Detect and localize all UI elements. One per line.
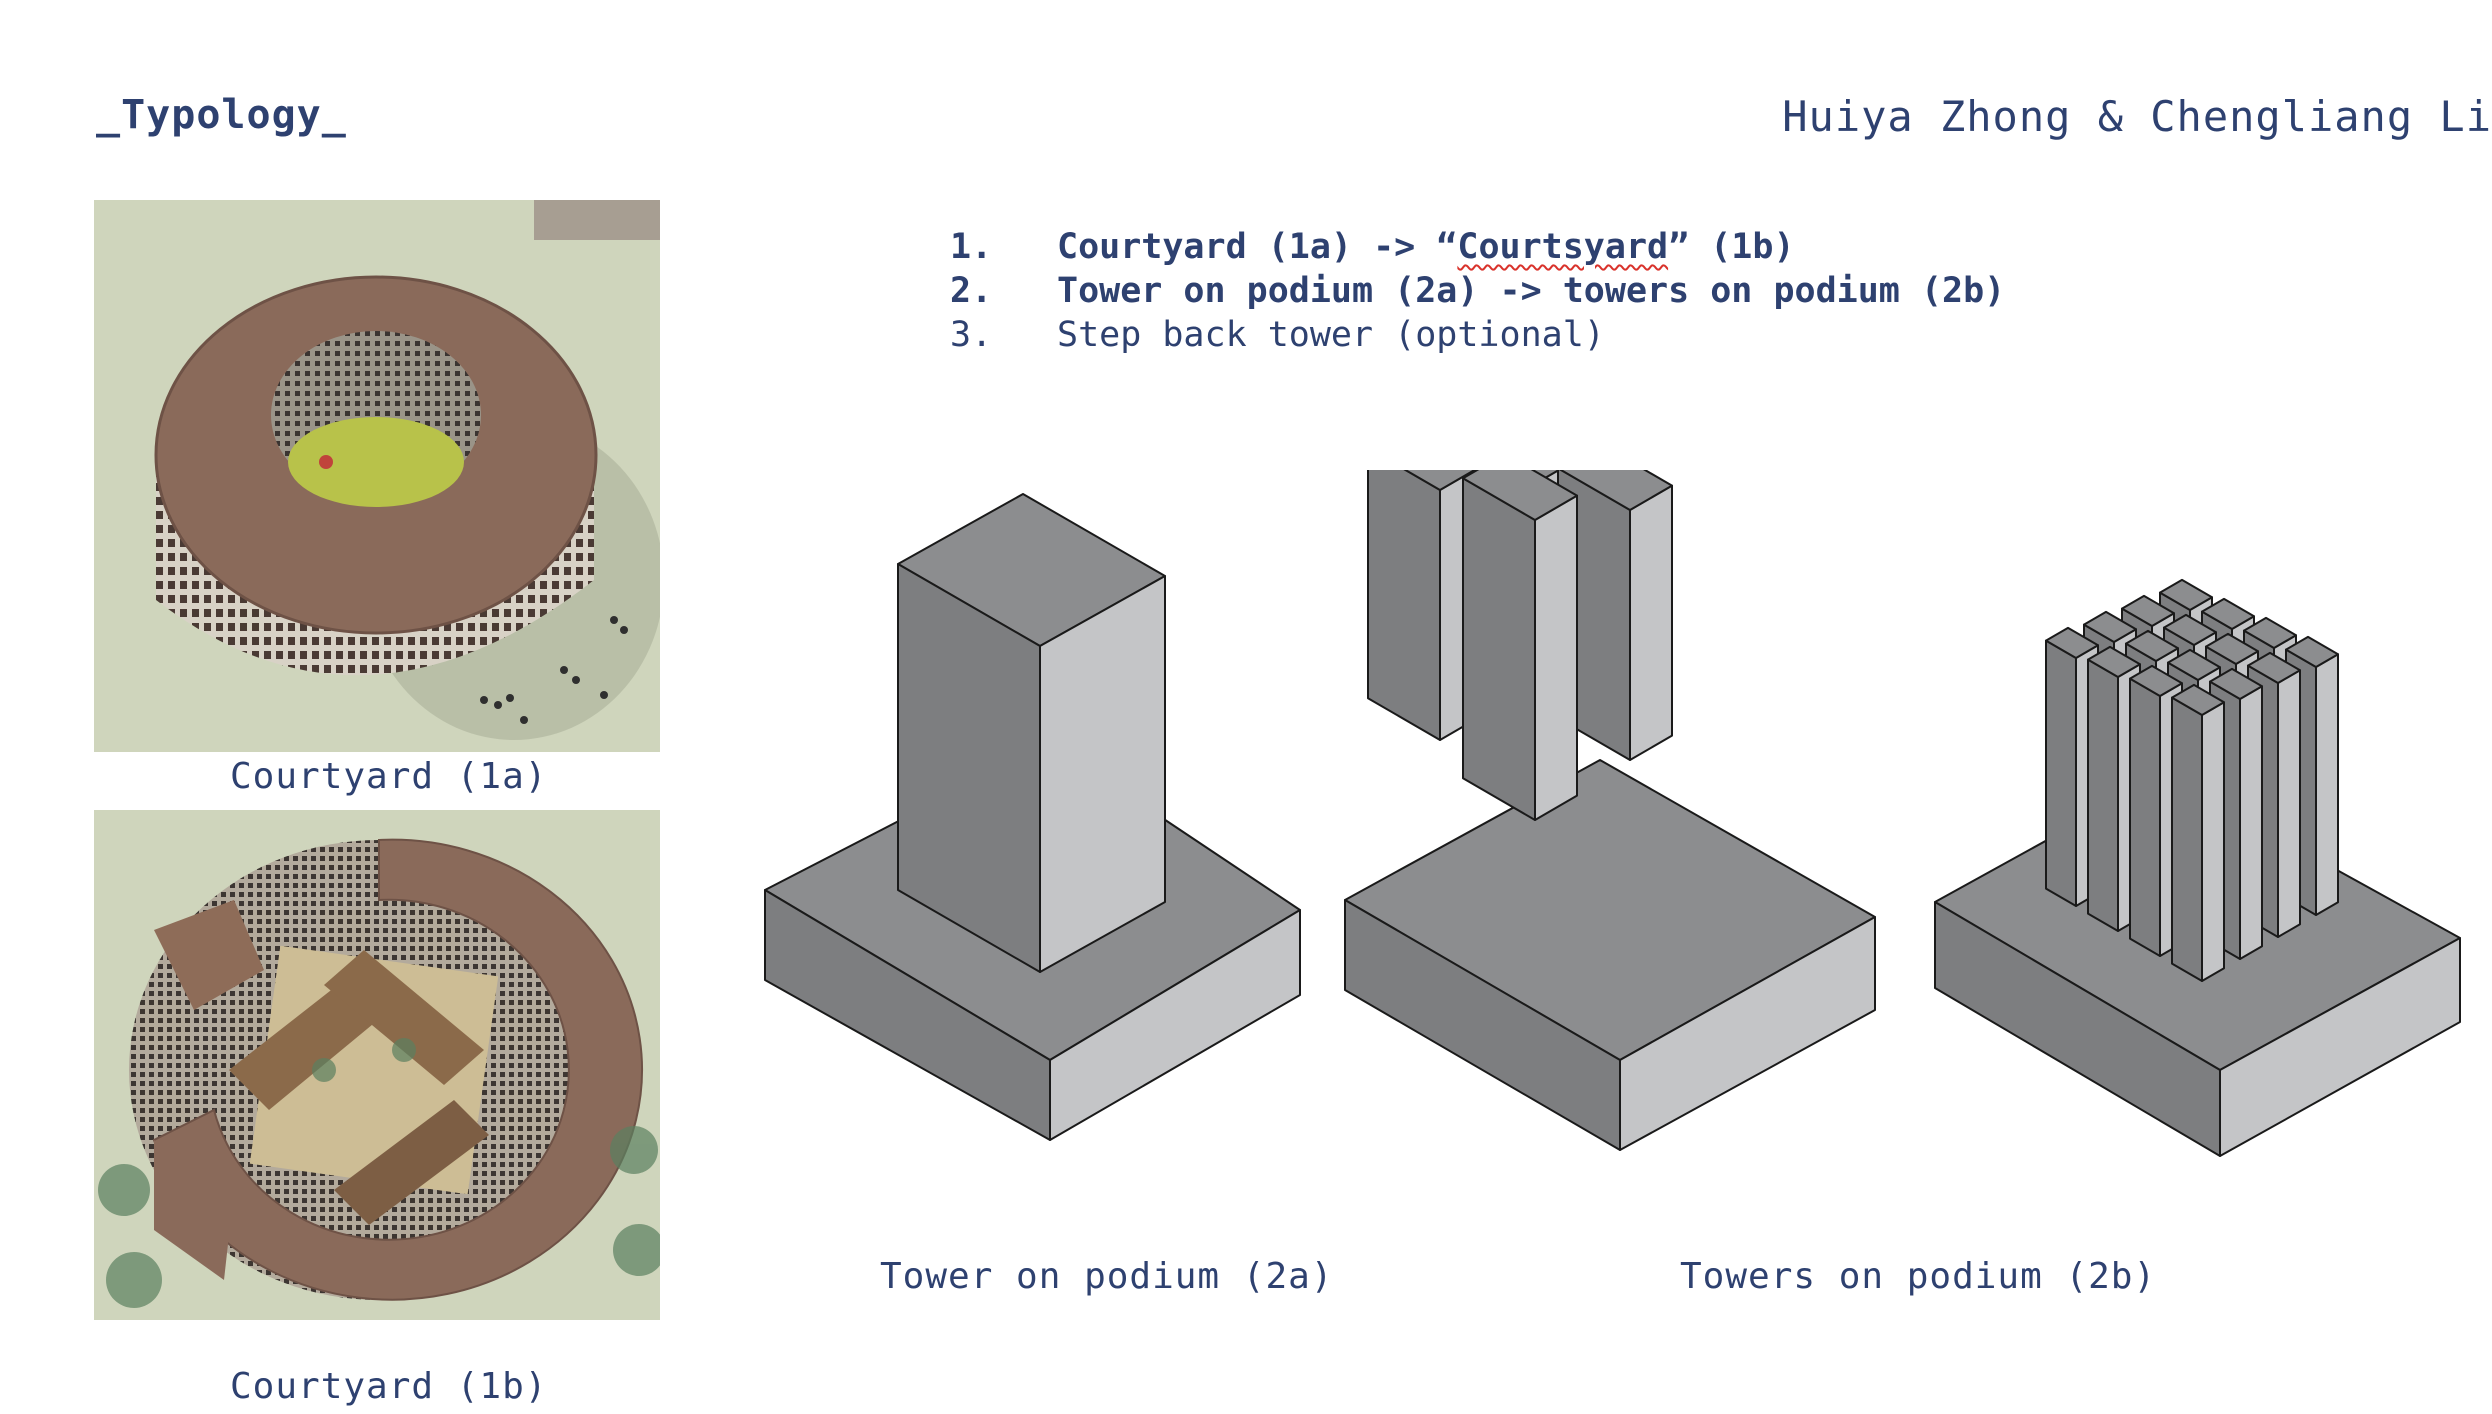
list-item: 1. Courtyard (1a) -> “Courtsyard” (1b) [950, 225, 2005, 269]
tower-top [1559, 470, 1673, 511]
tower-left [2171, 696, 2203, 982]
tower-top [2163, 613, 2217, 646]
tower-top [2125, 629, 2179, 662]
tower-right [2315, 653, 2339, 916]
tower-right [1629, 484, 1673, 761]
tower-left [2045, 639, 2077, 907]
list-number: 1. [950, 227, 993, 267]
tower-top [1462, 470, 1578, 521]
tower-top [2171, 683, 2225, 716]
page-title: _Typology_ [96, 92, 347, 138]
courtyard-1a-image [94, 200, 660, 752]
tower-top [2285, 635, 2339, 668]
tower-left [2087, 658, 2119, 932]
tower-left [2129, 677, 2161, 957]
tower-top [1403, 470, 1477, 491]
step-back-towers-diagram [1934, 578, 2461, 1157]
list-item: 3. Step back tower (optional) [950, 313, 2005, 357]
list-item: 2. Tower on podium (2a) -> towers on podi… [950, 269, 2005, 313]
caption-courtyard-1b: Courtyard (1b) [230, 1366, 548, 1407]
typology-list: 1. Courtyard (1a) -> “Courtsyard” (1b) 2.… [950, 225, 2005, 357]
tower-top [2201, 597, 2255, 630]
tower-right [2277, 669, 2301, 938]
tower-right [1039, 575, 1166, 973]
tower-top [2083, 610, 2137, 643]
tower-left [1462, 477, 1536, 821]
tower-top [2167, 648, 2221, 681]
caption-courtyard-1a: Courtyard (1a) [230, 756, 548, 797]
tower-top [2205, 632, 2259, 665]
tower-top [2159, 578, 2213, 611]
courtyard-1b-image [94, 810, 660, 1320]
tower-top [2087, 645, 2141, 678]
tower-top [2247, 651, 2301, 684]
tower-right [2201, 701, 2225, 982]
podium-right [2219, 937, 2461, 1157]
list-text-post: ” (1b) [1668, 227, 1795, 267]
authors: Huiya Zhong & Chengliang Li [1782, 92, 2492, 141]
tower-top [2243, 616, 2297, 649]
tower-right [2239, 685, 2263, 960]
tower-top [2129, 664, 2183, 697]
podium-right [1619, 916, 1876, 1151]
caption-towers-2b: Towers on podium (2b) [1680, 1256, 2157, 1297]
spellcheck-word[interactable]: Courtsyard [1457, 227, 1669, 267]
list-text: Tower on podium (2a) -> towers on podium… [1057, 271, 2006, 311]
list-number: 3. [950, 315, 993, 355]
list-text: Step back tower (optional) [1057, 315, 1605, 355]
list-number: 2. [950, 271, 993, 311]
tower-right [1534, 494, 1578, 821]
list-text-pre: Courtyard (1a) -> “ [1057, 227, 1458, 267]
caption-tower-2a: Tower on podium (2a) [880, 1256, 1334, 1297]
tower-top [2121, 594, 2175, 627]
towers-on-podium-diagram [1344, 470, 1876, 1151]
tower-on-podium-diagram [764, 493, 1301, 1141]
tower-top [2209, 667, 2263, 700]
podium-right [1049, 909, 1301, 1141]
tower-top [2045, 626, 2099, 659]
tower-left [1367, 470, 1441, 741]
